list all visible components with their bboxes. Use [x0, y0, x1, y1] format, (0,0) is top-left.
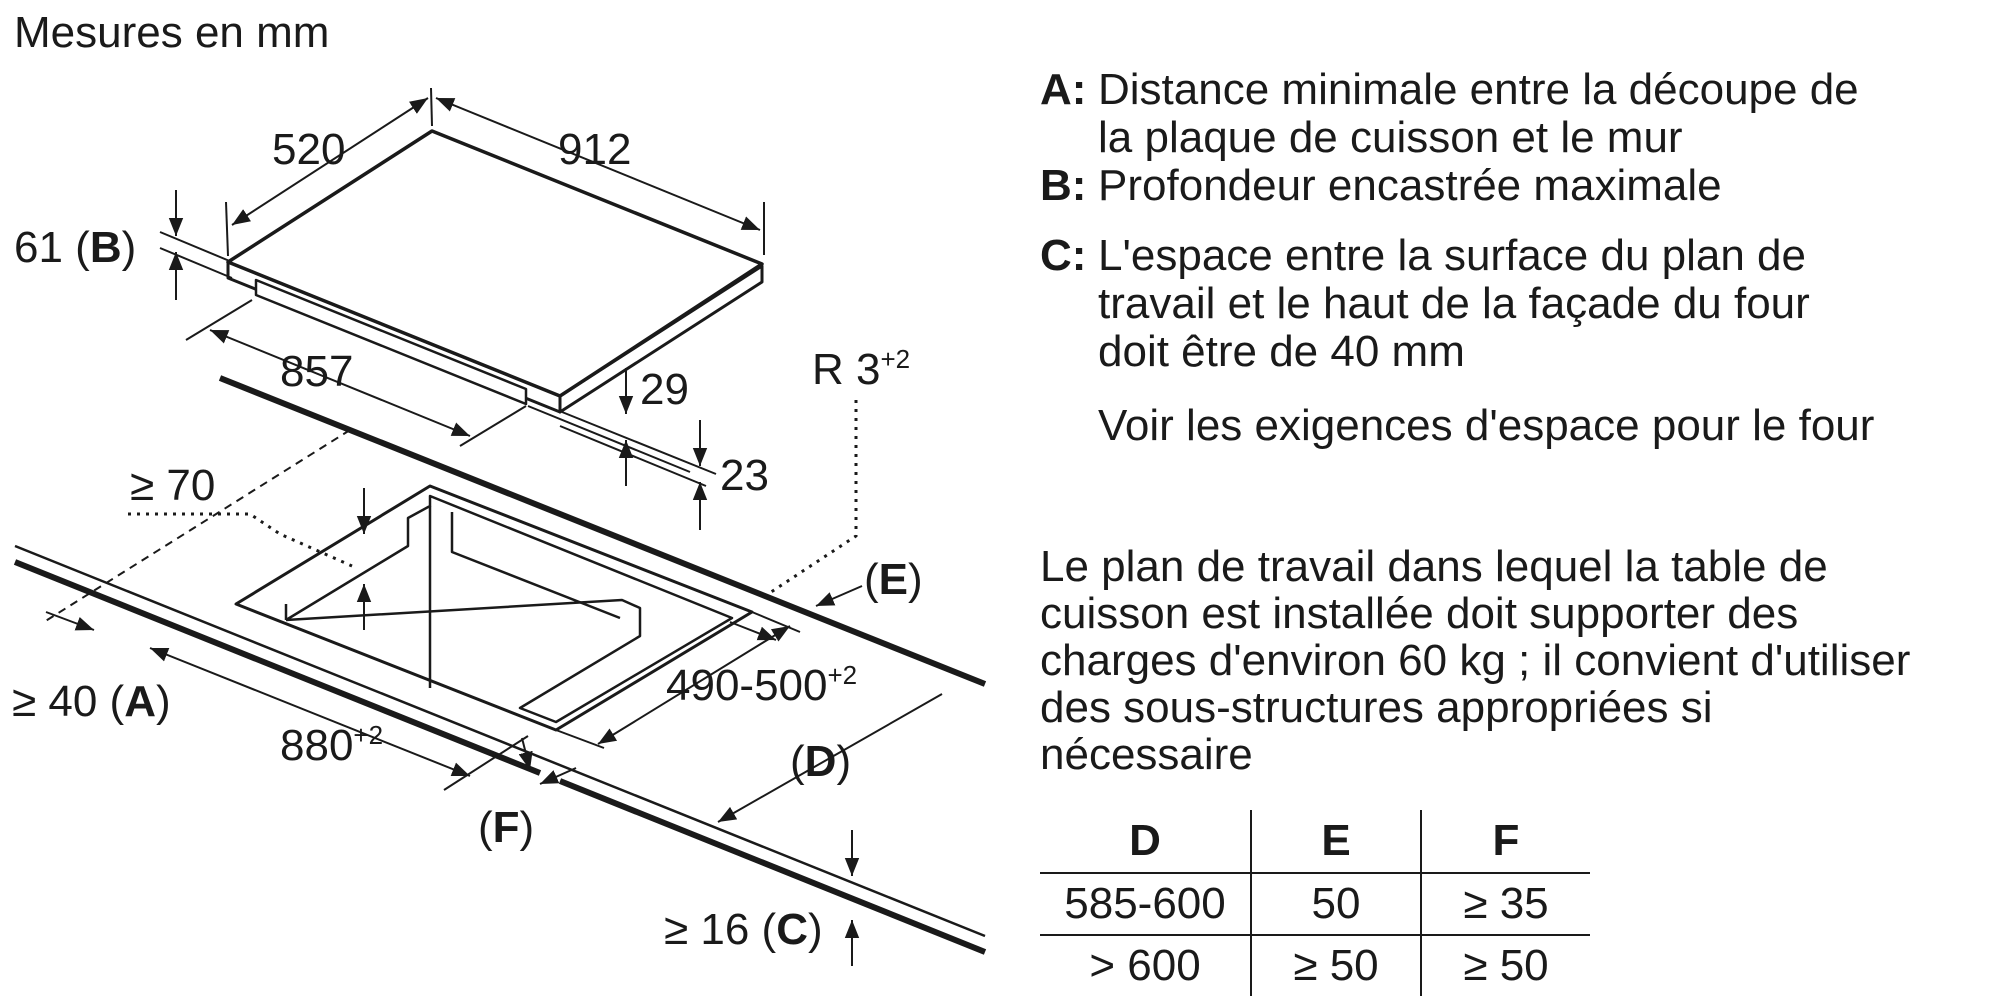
table-header-row: D E F — [1040, 810, 1590, 873]
table-header-f: F — [1420, 810, 1590, 873]
dimension-underbody-width-label: 857 — [280, 347, 353, 396]
dimension-e-label: (E) — [864, 555, 923, 604]
legend-a-line1: Distance minimale entre la découpe de — [1098, 65, 1859, 114]
table-cell: > 600 — [1040, 934, 1251, 996]
legend-a-line2: la plaque de cuisson et le mur — [1098, 113, 1683, 162]
table-cell: ≥ 50 — [1420, 934, 1590, 996]
legend-key-c: C: — [1040, 231, 1087, 280]
cutout-width-dimension — [149, 647, 529, 791]
cutout-depth-dimension — [555, 611, 801, 749]
note-line4: des sous-structures appropriées si — [1040, 683, 1713, 732]
table-row: > 600 ≥ 50 ≥ 50 — [1040, 934, 1590, 996]
legend-text-c: L'espace entre la surface du plan de tra… — [1098, 232, 1980, 376]
dimension-f — [518, 737, 577, 785]
cutout-depth-label: 490-500+2 — [666, 660, 857, 710]
wall-distance-dimension — [45, 611, 95, 631]
legend-key-b: B: — [1040, 161, 1087, 210]
cutout-width-label: 880+2 — [280, 720, 383, 770]
radius-label: R 3+2 — [812, 344, 910, 394]
dimension-d — [717, 693, 943, 823]
dimension-23-label: 23 — [720, 451, 769, 500]
dimension-d-label: (D) — [790, 737, 851, 786]
radius-leader — [761, 400, 858, 600]
dimension-29-label: 29 — [640, 365, 689, 414]
legend-text-a: Distance minimale entre la découpe de la… — [1098, 66, 1980, 162]
legend-text-b: Profondeur encastrée maximale — [1098, 161, 1722, 210]
dimension-depth — [225, 87, 433, 257]
wall-distance-label: ≥ 40 (A) — [12, 677, 171, 726]
dimension-underbody-width — [185, 299, 527, 447]
legend-c-line3: doit être de 40 mm — [1098, 327, 1465, 376]
table-cell: ≥ 50 — [1250, 934, 1421, 996]
installation-diagram: Mesures en mm 520 912 61 (B) 857 — [12, 8, 987, 966]
worktop-thickness-label: ≥ 16 (C) — [664, 905, 823, 954]
dimension-depth-label: 520 — [272, 125, 345, 174]
table-cell: 50 — [1250, 872, 1421, 935]
legend-item-b: B: Profondeur encastrée maximale — [1040, 162, 1980, 210]
note-line1: Le plan de travail dans lequel la table … — [1040, 542, 1828, 591]
legend-c-line1: L'espace entre la surface du plan de — [1098, 231, 1806, 280]
table-header-e: E — [1250, 810, 1421, 873]
dimension-29-23 — [527, 368, 717, 530]
dimension-thickness-label: 61 (B) — [14, 223, 136, 272]
legend-key-a: A: — [1040, 65, 1087, 114]
clearance-70-dimension — [43, 429, 372, 630]
table-cell: 585-600 — [1040, 872, 1251, 935]
dimension-width — [435, 97, 765, 255]
table-row: 585-600 50 ≥ 35 — [1040, 872, 1590, 935]
load-note: Le plan de travail dans lequel la table … — [1040, 543, 1990, 778]
legend-item-c: C: L'espace entre la surface du plan de … — [1040, 232, 1980, 376]
note-line2: cuisson est installée doit supporter des — [1040, 589, 1799, 638]
dimension-width-label: 912 — [558, 125, 631, 174]
dimension-thickness — [159, 190, 233, 300]
note-line5: nécessaire — [1040, 730, 1253, 779]
table-header-d: D — [1129, 816, 1161, 865]
legend: A: Distance minimale entre la découpe de… — [1040, 66, 1980, 450]
clearance-70-label: ≥ 70 — [130, 461, 215, 510]
dimension-f-label: (F) — [478, 803, 534, 852]
note-line3: charges d'environ 60 kg ; il convient d'… — [1040, 636, 1911, 685]
table-cell: ≥ 35 — [1420, 872, 1590, 935]
legend-item-a: A: Distance minimale entre la découpe de… — [1040, 66, 1980, 162]
legend-c-line2: travail et le haut de la façade du four — [1098, 279, 1810, 328]
legend-c-note: Voir les exigences d'espace pour le four — [1098, 401, 1875, 450]
dimension-e — [729, 585, 863, 641]
units-caption: Mesures en mm — [14, 8, 329, 57]
spacing-table: D E F 585-600 50 ≥ 35 > 600 ≥ 50 ≥ 50 — [1040, 810, 1590, 996]
